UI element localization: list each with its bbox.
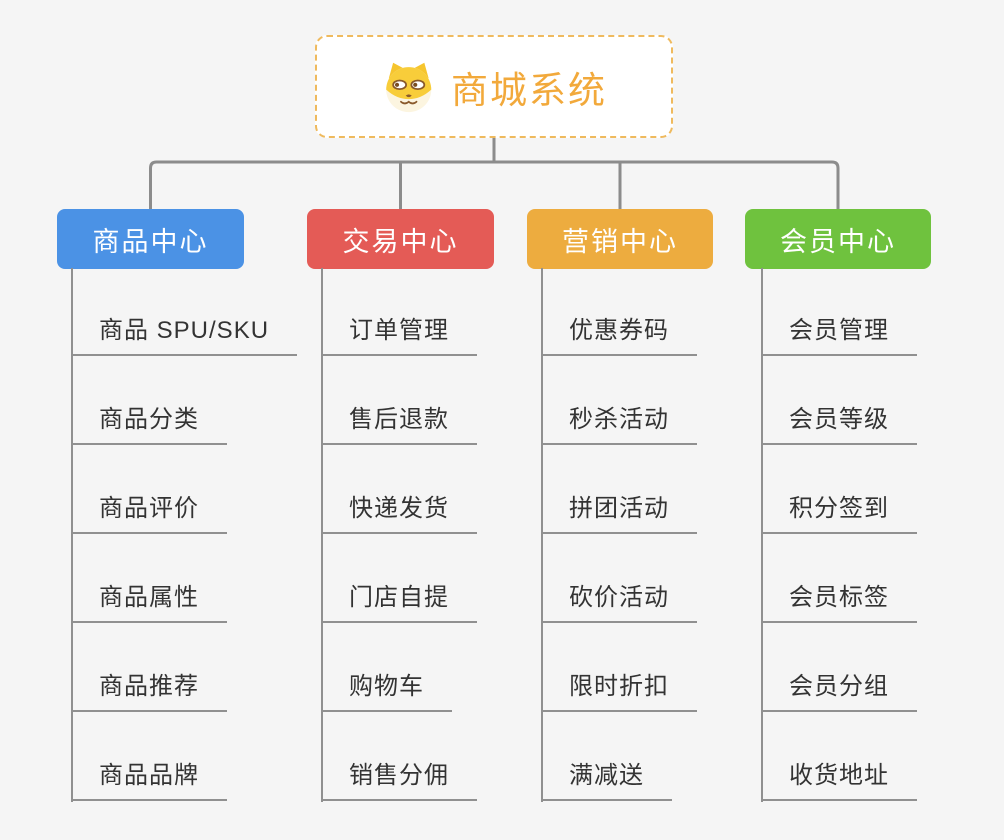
leaf-node[interactable]: 限时折扣	[541, 666, 697, 712]
trunk-line-product	[71, 268, 73, 802]
leaf-node[interactable]: 会员管理	[761, 310, 917, 356]
root-node[interactable]: 商城系统	[315, 35, 673, 138]
leaf-node[interactable]: 购物车	[321, 666, 452, 712]
branch-node-product-center[interactable]: 商品中心	[57, 209, 244, 269]
branch-bracket-line	[149, 160, 840, 210]
leaf-node[interactable]: 商品推荐	[71, 666, 227, 712]
leaf-node[interactable]: 快递发货	[321, 488, 477, 534]
trunk-line-trade	[321, 268, 323, 802]
leaf-node[interactable]: 商品品牌	[71, 755, 227, 801]
leaf-node[interactable]: 商品分类	[71, 399, 227, 445]
leaf-node[interactable]: 积分签到	[761, 488, 917, 534]
branch-node-trade-center[interactable]: 交易中心	[307, 209, 494, 269]
leaf-node[interactable]: 优惠券码	[541, 310, 697, 356]
trunk-line-marketing	[541, 268, 543, 802]
leaf-node[interactable]: 销售分佣	[321, 755, 477, 801]
leaf-node[interactable]: 会员等级	[761, 399, 917, 445]
trunk-line-member	[761, 268, 763, 802]
leaf-node[interactable]: 门店自提	[321, 577, 477, 623]
root-title: 商城系统	[451, 69, 607, 111]
leaf-node[interactable]: 商品 SPU/SKU	[71, 310, 298, 356]
leaf-node[interactable]: 收货地址	[761, 755, 917, 801]
leaf-node[interactable]: 会员标签	[761, 577, 917, 623]
leaf-node[interactable]: 秒杀活动	[541, 399, 697, 445]
branch-node-member-center[interactable]: 会员中心	[745, 209, 931, 269]
leaf-node[interactable]: 会员分组	[761, 666, 917, 712]
leaf-node[interactable]: 商品属性	[71, 577, 227, 623]
leaf-node[interactable]: 订单管理	[321, 310, 477, 356]
branch-node-marketing-center[interactable]: 营销中心	[527, 209, 713, 269]
shiba-dog-icon	[381, 61, 437, 113]
leaf-node[interactable]: 砍价活动	[541, 577, 697, 623]
leaf-node[interactable]: 满减送	[541, 755, 672, 801]
leaf-node[interactable]: 商品评价	[71, 488, 227, 534]
leaf-node[interactable]: 拼团活动	[541, 488, 697, 534]
leaf-node[interactable]: 售后退款	[321, 399, 477, 445]
